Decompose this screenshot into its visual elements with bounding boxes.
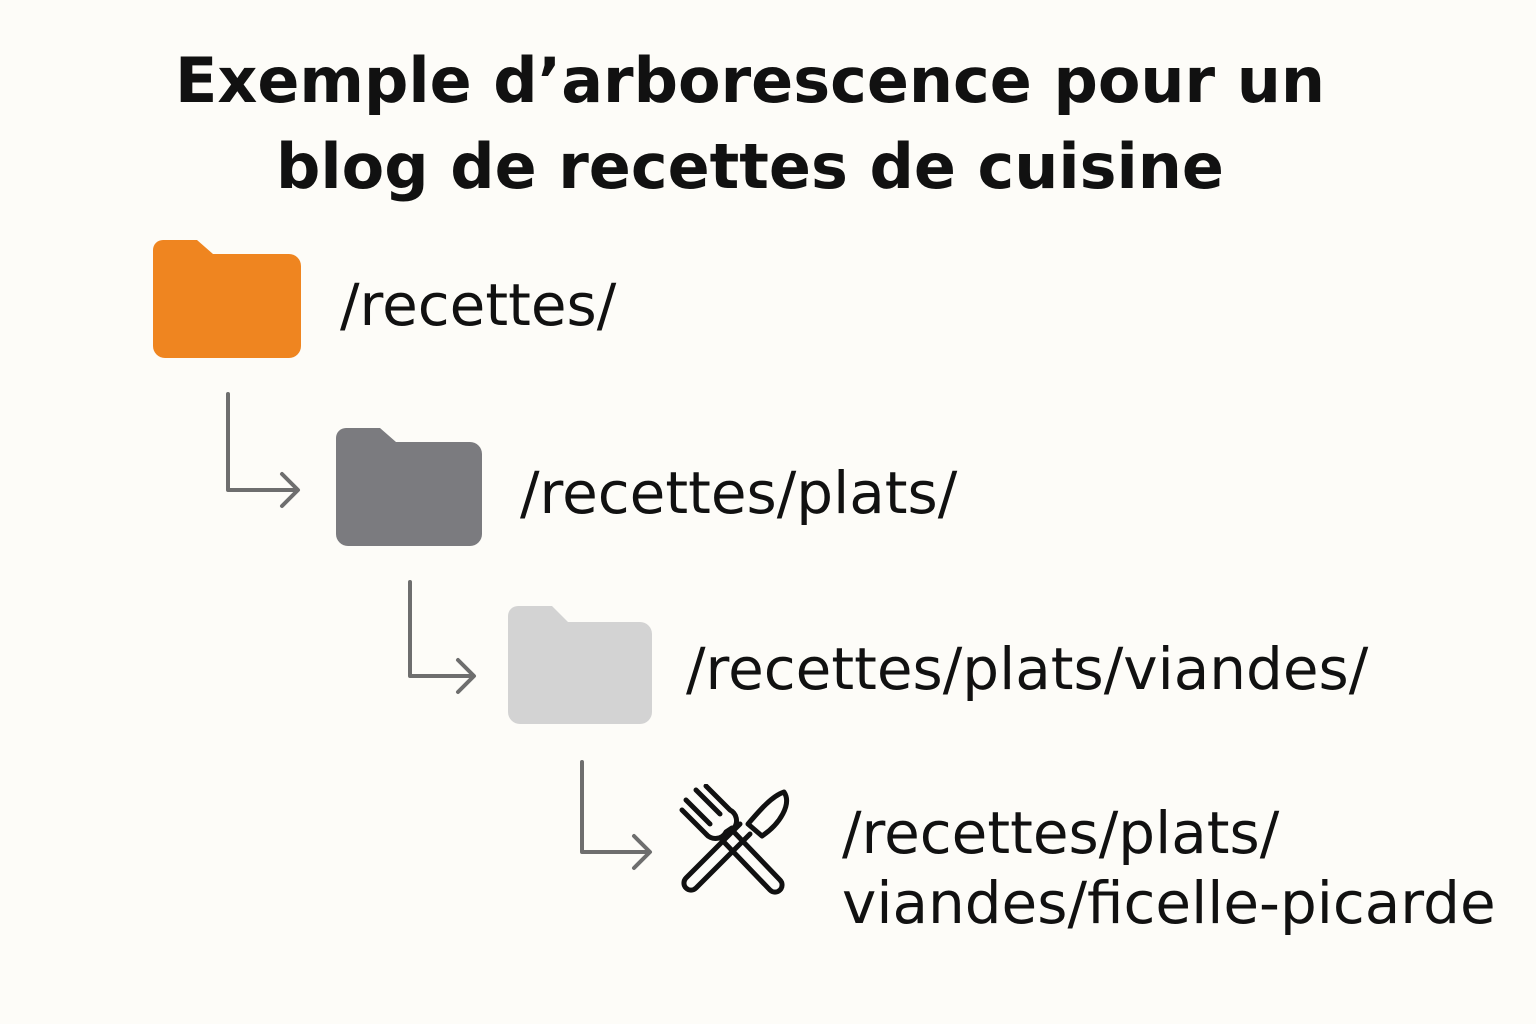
recipe-label-line-2: viandes/ficelle-picarde <box>842 869 1496 937</box>
connector-arrow-icon <box>226 392 300 508</box>
title-line-2: blog de recettes de cuisine <box>276 130 1224 203</box>
folder-shape <box>508 606 652 724</box>
folder-icon <box>336 428 482 546</box>
folder-label-plats: /recettes/plats/ <box>520 459 958 527</box>
recipe-page-label: /recettes/plats/ viandes/ficelle-picarde <box>842 798 1496 938</box>
connector-arrow-icon <box>408 580 476 694</box>
folder-shape <box>336 428 482 546</box>
fork-knife-icon <box>679 784 789 895</box>
connector-arrow-icon <box>580 760 652 870</box>
diagram-title: Exemple d’arborescence pour un blog de r… <box>0 38 1500 210</box>
folder-icon <box>508 606 652 724</box>
title-line-1: Exemple d’arborescence pour un <box>175 44 1325 117</box>
folder-label-recettes: /recettes/ <box>340 271 617 339</box>
folder-icon <box>153 240 301 358</box>
folder-shape <box>153 240 301 358</box>
folder-label-viandes: /recettes/plats/viandes/ <box>686 635 1369 703</box>
recipe-label-line-1: /recettes/plats/ <box>842 799 1280 867</box>
